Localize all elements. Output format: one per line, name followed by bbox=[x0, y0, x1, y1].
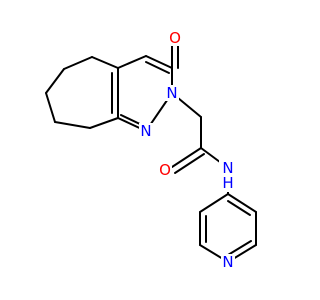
atom-label-O4: O bbox=[159, 161, 171, 179]
bond bbox=[145, 55, 173, 69]
bond bbox=[227, 240, 252, 256]
atom-label-N5: N bbox=[222, 159, 233, 177]
bond bbox=[199, 193, 229, 213]
bond bbox=[91, 56, 119, 69]
atom-label-H5: H bbox=[222, 174, 233, 192]
bond bbox=[45, 68, 65, 94]
bond bbox=[54, 121, 91, 129]
bond bbox=[171, 147, 202, 168]
atom-labels: O N N O N H N bbox=[139, 29, 237, 271]
bond bbox=[174, 153, 205, 174]
bond bbox=[89, 117, 119, 129]
bond bbox=[63, 56, 93, 70]
atom-label-N3: N bbox=[140, 122, 151, 140]
bond bbox=[227, 193, 257, 213]
atom-label-N6: N bbox=[222, 253, 233, 271]
bond bbox=[227, 200, 251, 216]
bonds bbox=[45, 43, 257, 263]
molecule-structure: O N N O N H N bbox=[45, 29, 257, 271]
atom-label-N2: N bbox=[166, 84, 177, 102]
bond bbox=[45, 92, 56, 123]
bond bbox=[120, 114, 143, 126]
bond bbox=[145, 61, 170, 74]
bond bbox=[117, 55, 147, 69]
atom-label-O1: O bbox=[169, 29, 181, 47]
